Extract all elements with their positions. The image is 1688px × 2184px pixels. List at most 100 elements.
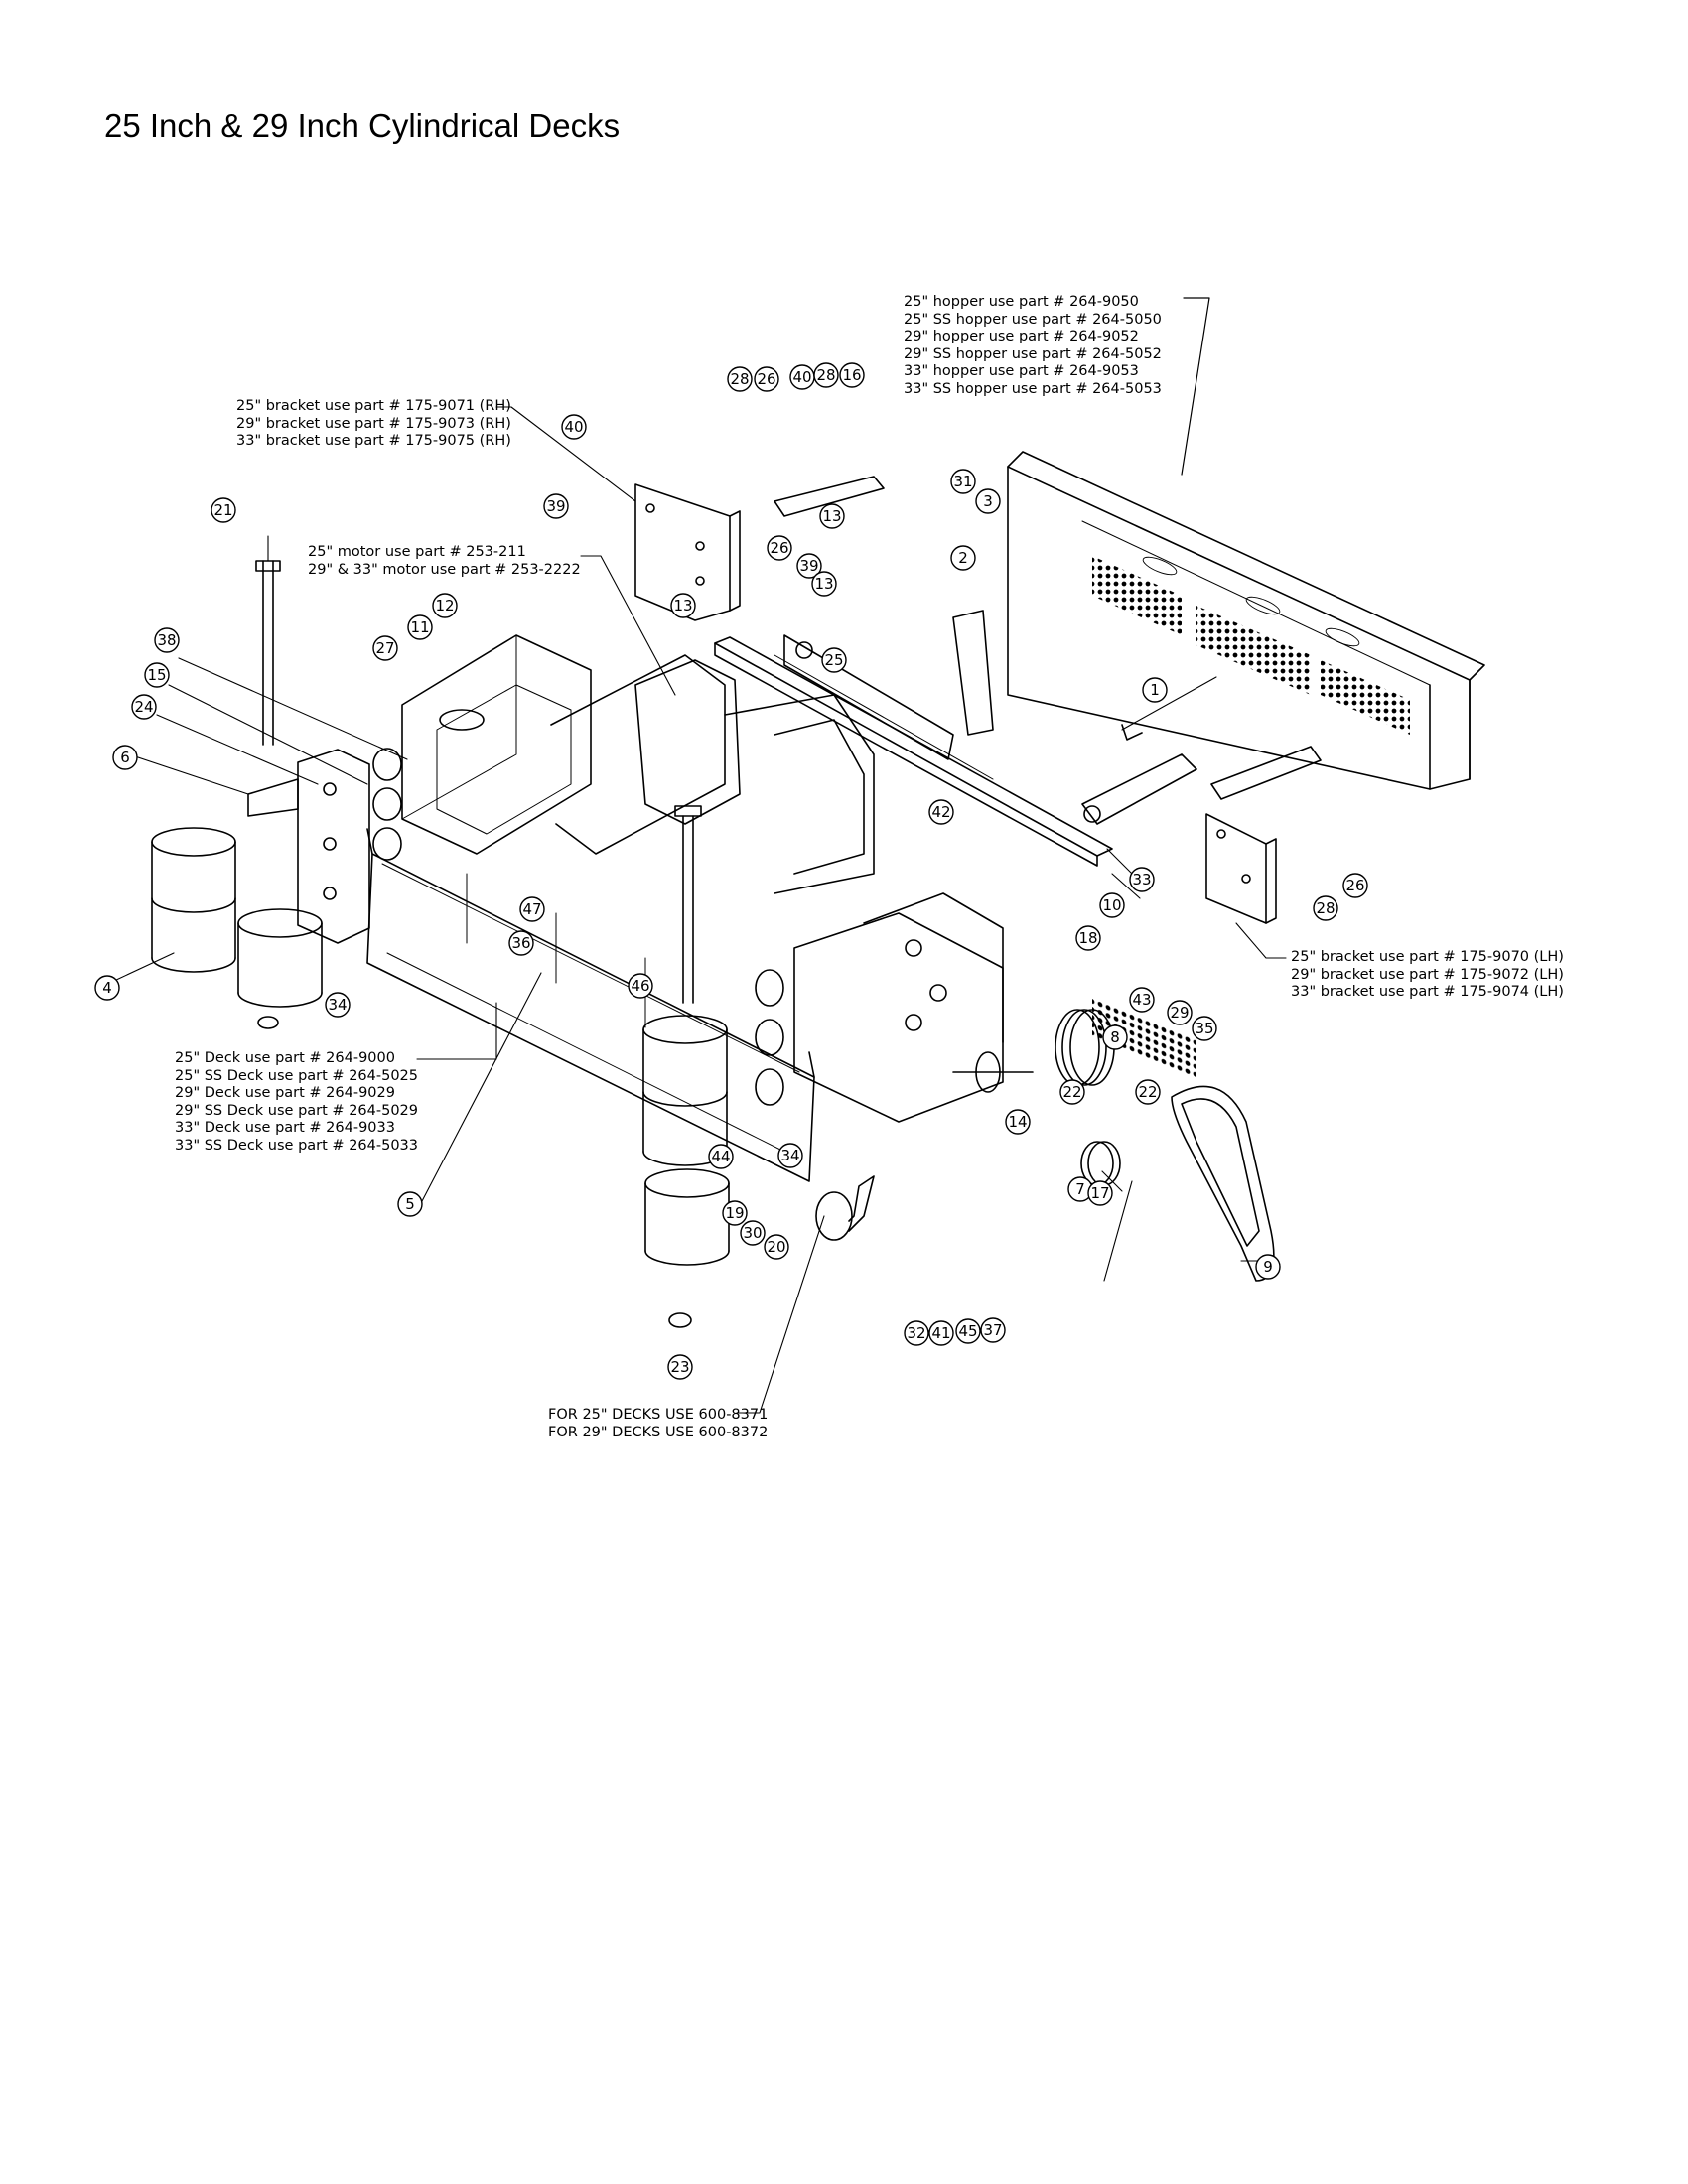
callout-circle (628, 973, 653, 999)
callout-label: 47 (522, 900, 541, 918)
callout-6: 6 (112, 745, 138, 770)
callout-31: 31 (950, 469, 976, 494)
drive-gears (815, 1009, 1121, 1241)
callout-label: 25 (824, 651, 843, 669)
callout-32: 32 (904, 1320, 929, 1346)
callout-34: 34 (325, 992, 351, 1018)
callout-circle (519, 896, 545, 922)
bracket-rh-note: 25" bracket use part # 175-9071 (RH) 29"… (236, 398, 511, 451)
callout-label: 44 (711, 1148, 730, 1165)
callout-22: 22 (1135, 1079, 1161, 1105)
callout-circle (432, 593, 458, 618)
callout-16: 16 (839, 362, 865, 388)
callout-42: 42 (928, 799, 954, 825)
callout-label: 37 (983, 1321, 1002, 1339)
callout-circle (722, 1200, 748, 1226)
callout-circle (1099, 892, 1125, 918)
callout-4: 4 (94, 975, 120, 1001)
callout-label: 29 (1170, 1004, 1189, 1022)
note-line: 29" & 33" motor use part # 253-2222 (308, 561, 581, 578)
callout-44: 44 (708, 1144, 734, 1169)
callout-label: 10 (1102, 896, 1121, 914)
note-line: FOR 29" DECKS USE 600-8372 (548, 1424, 769, 1440)
callout-label: 26 (757, 370, 775, 388)
callout-label: 39 (799, 557, 818, 575)
callout-circle (94, 975, 120, 1001)
callout-label: 21 (213, 501, 232, 519)
callout-26: 26 (1342, 873, 1368, 898)
callout-label: 20 (767, 1238, 785, 1256)
callout-circle (372, 635, 398, 661)
callout-47: 47 (519, 896, 545, 922)
callout-label: 7 (1075, 1180, 1085, 1198)
callout-label: 22 (1138, 1083, 1157, 1101)
callout-label: 6 (120, 749, 130, 766)
callout-label: 11 (410, 618, 429, 636)
motor-drawing (401, 634, 875, 894)
callout-circle (1342, 873, 1368, 898)
callout-circle (777, 1143, 803, 1168)
callout-label: 38 (157, 631, 176, 649)
callout-label: 31 (953, 473, 972, 490)
callout-34: 34 (777, 1143, 803, 1168)
callout-circle (1059, 1079, 1085, 1105)
callout-circle (407, 614, 433, 640)
callout-label: 35 (1195, 1020, 1213, 1037)
callout-circle (839, 362, 865, 388)
rear-rail (714, 636, 1113, 867)
callout-circle (955, 1318, 981, 1344)
callout-25: 25 (821, 647, 847, 673)
callout-5: 5 (397, 1191, 423, 1217)
callout-label: 13 (822, 507, 841, 525)
callout-label: 27 (375, 639, 394, 657)
callout-circle (1129, 987, 1155, 1013)
callout-label: 14 (1008, 1113, 1027, 1131)
callout-15: 15 (144, 662, 170, 688)
callout-label: 28 (816, 366, 835, 384)
callout-13: 13 (670, 593, 696, 618)
callout-circle (980, 1317, 1006, 1343)
callout-43: 43 (1129, 987, 1155, 1013)
callout-41: 41 (928, 1320, 954, 1346)
callout-label: 30 (743, 1224, 762, 1242)
callout-circle (754, 366, 779, 392)
deck-note: 25" Deck use part # 264-9000 25" SS Deck… (175, 1050, 418, 1155)
callout-label: 28 (730, 370, 749, 388)
callout-33: 33 (1129, 867, 1155, 892)
rods (255, 560, 702, 1004)
callout-label: 26 (1345, 877, 1364, 894)
callout-circle (950, 469, 976, 494)
callout-20: 20 (764, 1234, 789, 1260)
callout-circle (904, 1320, 929, 1346)
note-line: 33" bracket use part # 175-9074 (LH) (1291, 984, 1564, 1000)
callout-label: 34 (780, 1147, 799, 1164)
callout-circle (821, 647, 847, 673)
callout-circle (950, 545, 976, 571)
callout-circle (670, 593, 696, 618)
callout-circle (1075, 925, 1101, 951)
callout-27: 27 (372, 635, 398, 661)
leader-lines (113, 406, 1287, 1414)
callout-23: 23 (667, 1354, 693, 1380)
callout-label: 8 (1110, 1028, 1120, 1046)
callout-label: 45 (958, 1322, 977, 1340)
callout-40: 40 (789, 364, 815, 390)
callout-10: 10 (1099, 892, 1125, 918)
callout-label: 28 (1316, 899, 1335, 917)
note-line: 25" hopper use part # 264-9050 (904, 294, 1139, 310)
callout-38: 38 (154, 627, 180, 653)
callout-28: 28 (1313, 895, 1338, 921)
note-line: 29" SS hopper use part # 264-5052 (904, 345, 1162, 362)
right-rollers (642, 1015, 730, 1328)
callout-circle (767, 535, 792, 561)
callout-13: 13 (811, 571, 837, 597)
callout-circle (1005, 1109, 1031, 1135)
callout-2: 2 (950, 545, 976, 571)
callout-label: 34 (328, 996, 347, 1014)
page-title: 25 Inch & 29 Inch Cylindrical Decks (104, 107, 621, 144)
callout-label: 40 (792, 368, 811, 386)
callout-circle (1129, 867, 1155, 892)
note-line: 25" bracket use part # 175-9070 (LH) (1291, 949, 1564, 965)
hopper-note: 25" hopper use part # 264-9050 25" SS ho… (904, 294, 1162, 398)
